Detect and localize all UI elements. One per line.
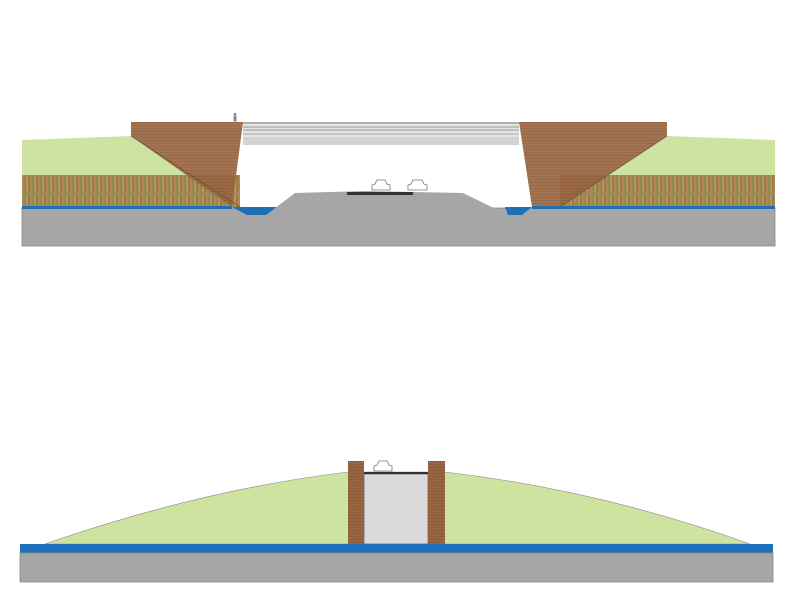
embankment-slope-line-right — [559, 135, 668, 208]
bottom-section-overpass — [19, 460, 774, 583]
ditch-right — [505, 207, 532, 215]
person-icon — [233, 112, 237, 122]
road-surface — [347, 192, 413, 195]
timber-abutment-right — [519, 122, 667, 207]
culvert-box — [363, 473, 429, 545]
embankment-slope-line-left — [130, 135, 241, 208]
water-line-right — [532, 206, 775, 209]
top-section-underpass — [21, 112, 776, 247]
bridge-deck — [243, 122, 519, 145]
car-icon — [371, 179, 391, 191]
road-embankment — [266, 191, 508, 215]
deck-surface — [364, 472, 428, 474]
water-line-left — [22, 206, 232, 209]
ditch-left — [232, 207, 280, 215]
water-band — [20, 544, 773, 553]
car-icon — [407, 179, 428, 191]
timber-abutment-left — [131, 122, 243, 207]
timber-pillar-left — [348, 461, 364, 544]
car-icon — [373, 460, 393, 472]
ground-layer-bottom — [19, 552, 774, 583]
timber-pillar-right — [428, 461, 445, 544]
